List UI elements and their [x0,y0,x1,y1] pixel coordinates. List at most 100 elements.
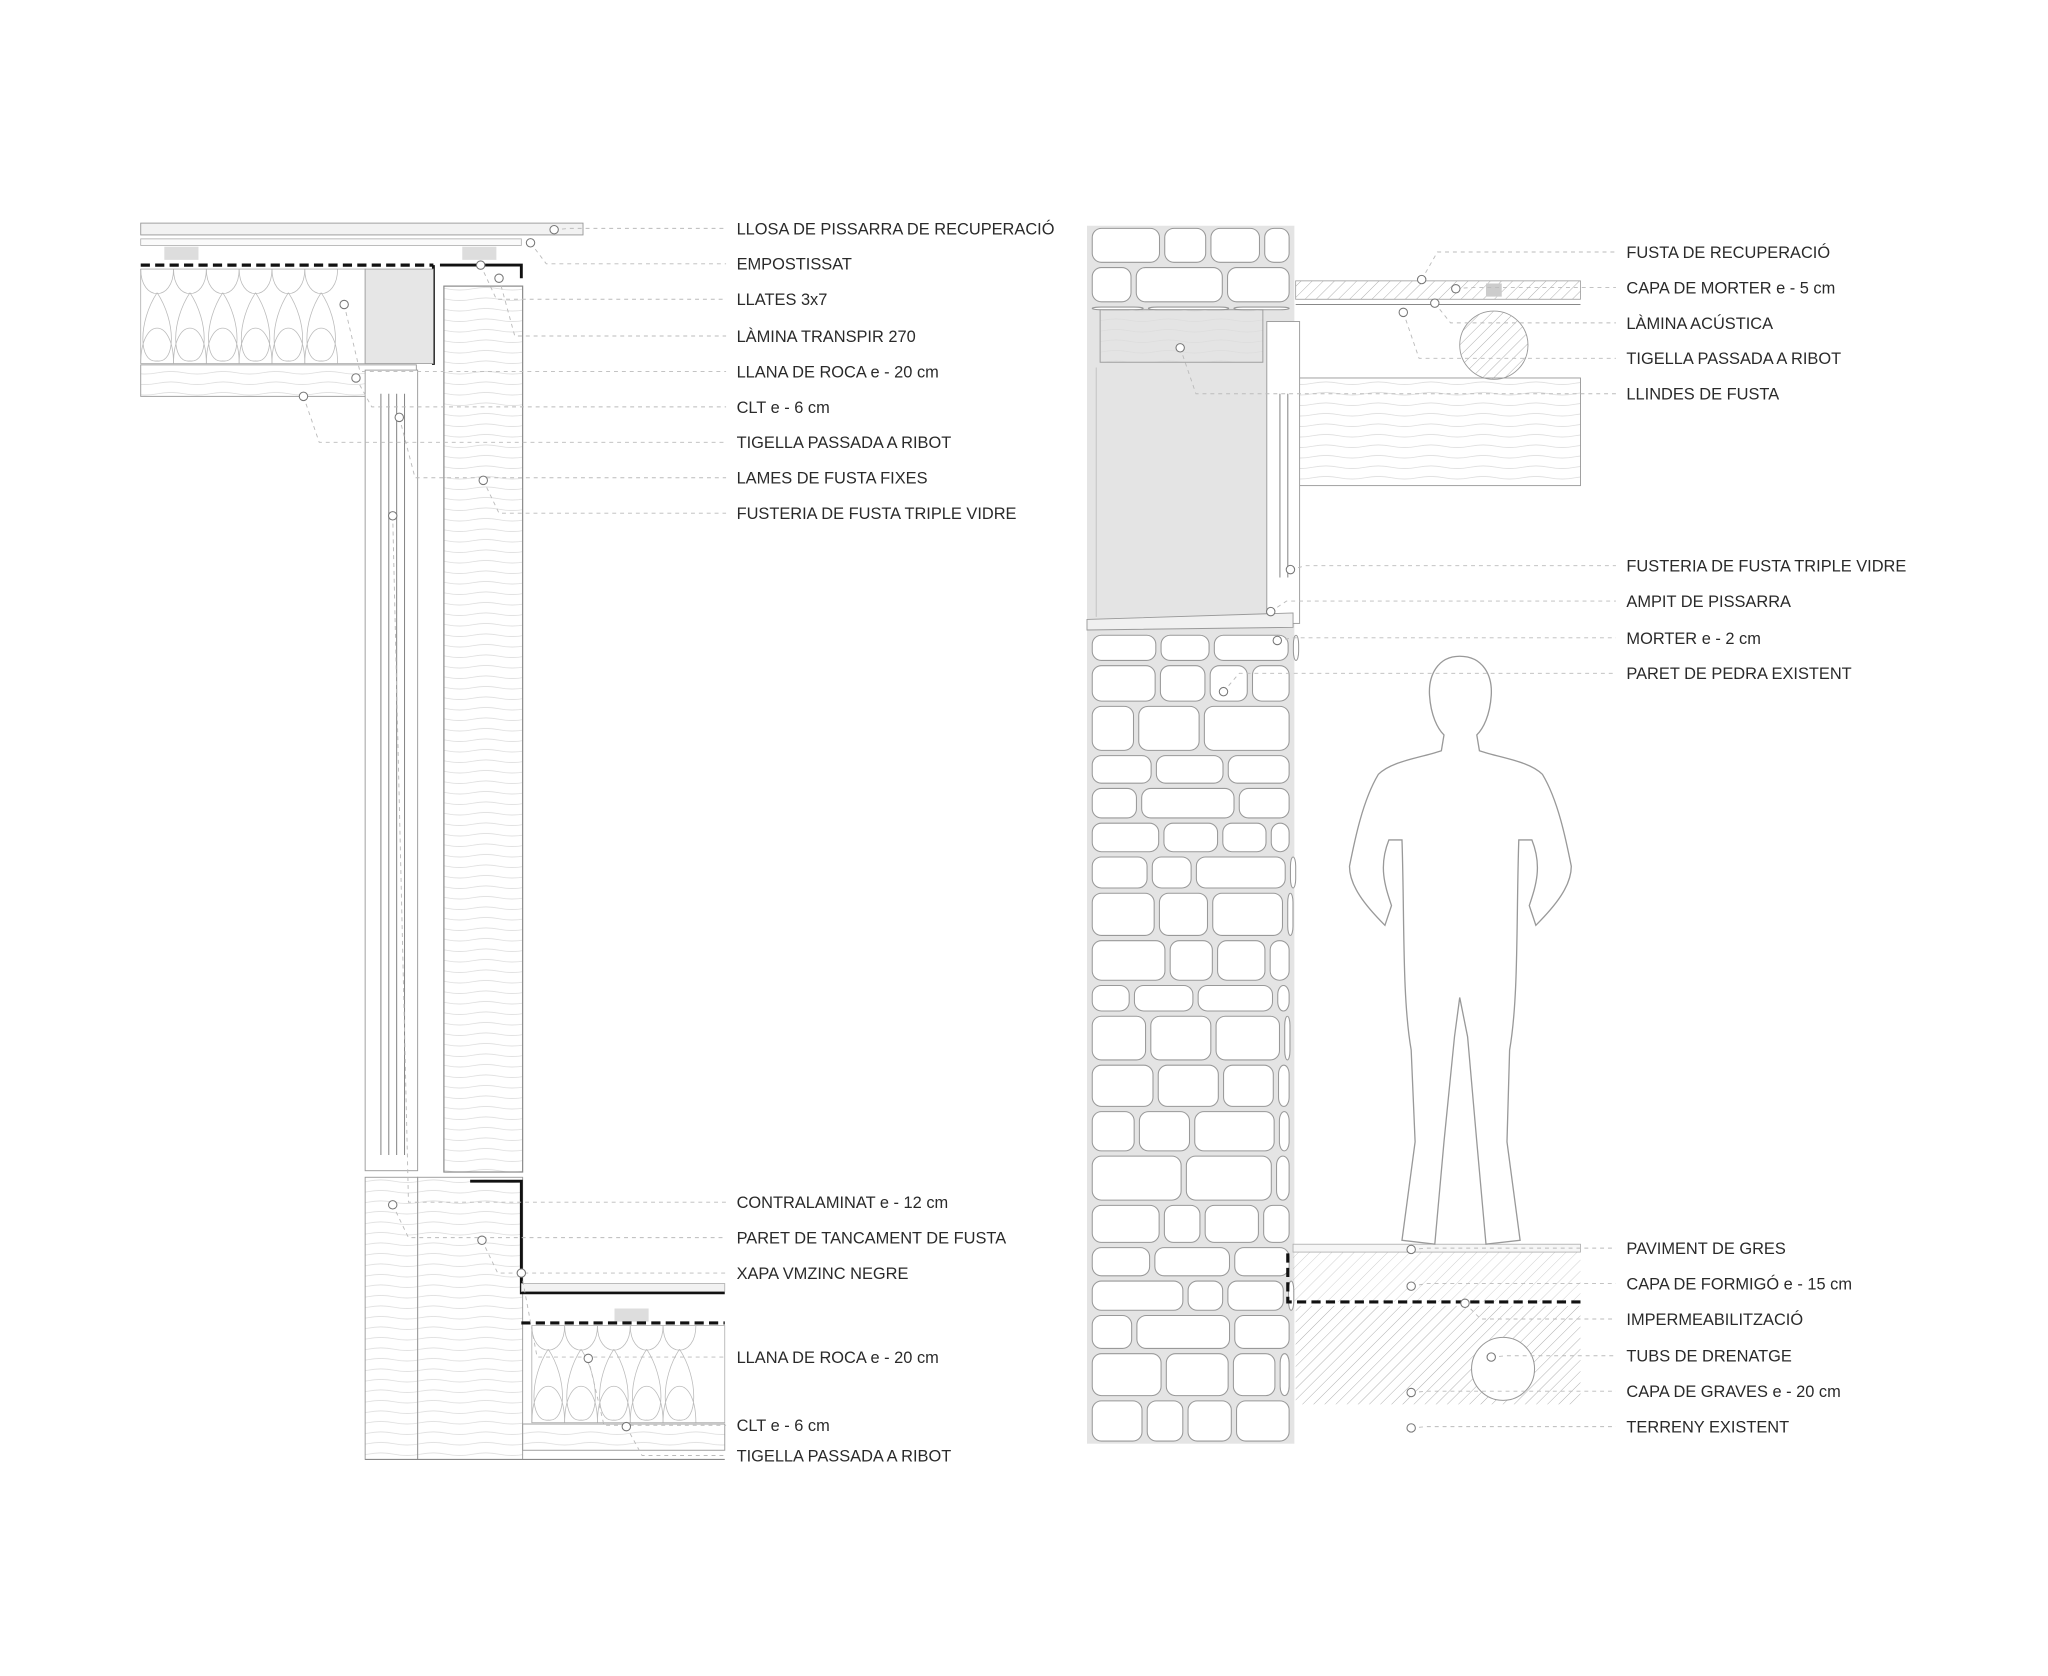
stone [1135,267,1223,303]
insulation-loop [304,269,338,364]
left-label: LÀMINA TRANSPIR 270 [737,327,916,346]
stone [1234,1315,1290,1349]
stone [1163,822,1219,853]
stone [1270,822,1290,853]
left-label: LLANA DE ROCA e - 20 cm [737,1349,939,1367]
stone [1236,1400,1290,1442]
stone [1091,705,1135,751]
leader-line [1421,251,1616,280]
callout-dot [339,299,349,310]
left-label: LAMES DE FUSTA FIXES [737,470,928,488]
insulation-loop [173,269,207,364]
right-label: TERRENY EXISTENT [1626,1419,1789,1437]
left-label: PARET DE TANCAMENT DE FUSTA [737,1230,1007,1248]
stone [1091,1315,1133,1349]
stone [1138,705,1200,751]
rock-wool-top [140,268,366,364]
stone [1165,1353,1229,1397]
leader-line [1464,1302,1616,1320]
stone [1212,892,1283,936]
insulation-loop [629,1325,664,1423]
callout-dot [475,260,486,270]
left-label: XAPA VMZINC NEGRE [737,1265,909,1283]
stone [1287,892,1294,936]
stone [1227,755,1290,784]
right-label: PAVIMENT DE GRES [1626,1240,1785,1258]
stone [1091,755,1152,784]
stone [1091,892,1155,936]
timber-wall [417,1176,524,1460]
callout-dot [298,391,309,402]
left-label: LLOSA DE PISSARRA DE RECUPERACIÓ [737,219,1055,238]
stone [1091,1015,1147,1061]
callout-dot [621,1421,632,1432]
stone [1203,705,1290,751]
insulation-loop [205,269,240,364]
stone [1091,940,1166,981]
drainage-pipe [1471,1336,1536,1401]
left-label: LLATES 3x7 [737,291,828,309]
callout-dot [387,511,398,521]
stone [1251,665,1290,702]
left-label: EMPOSTISSAT [737,256,852,274]
stone [1232,1353,1276,1397]
stone [1279,1353,1290,1397]
right-label: MORTER e - 2 cm [1626,630,1760,648]
stone [1222,822,1267,853]
stone [1187,1400,1232,1442]
stone [1091,822,1160,853]
stone [1210,227,1260,263]
right-detail [1086,225,1581,1444]
insulation-loop [597,1325,631,1423]
callout-dot [1406,1423,1416,1433]
leader-line [1455,286,1616,290]
callout-dot [477,1235,487,1245]
right-label: FUSTERIA DE FUSTA TRIPLE VIDRE [1626,558,1906,576]
callout-dot [525,238,536,248]
batten [462,246,497,260]
wood-slats [443,285,524,1173]
stone [1292,634,1300,661]
callout-dot [1486,1352,1496,1362]
callout-dot [516,1268,527,1278]
slate-sill [1086,612,1294,631]
right-label: TUBS DE DRENATGE [1626,1348,1792,1366]
right-label: IMPERMEABILITZACIÓ [1626,1310,1803,1329]
callout-dot [394,412,404,423]
stone [1204,1204,1259,1243]
leader-line [303,396,727,443]
left-label: LLANA DE ROCA e - 20 cm [737,363,939,381]
leader-line [1290,565,1616,571]
gravel-layer [1295,1305,1581,1405]
stone [1223,1064,1274,1107]
stone [1138,1111,1191,1152]
callout-dot [1406,1244,1416,1255]
stone [1164,227,1207,263]
right-label: LÀMINA ACÚSTICA [1626,314,1773,333]
clt-wall [364,1176,419,1460]
stone [1278,1111,1290,1152]
stone [1157,1064,1219,1107]
stone [1187,1280,1224,1311]
stone [1195,856,1286,889]
stone [1238,787,1290,819]
stone [1091,1064,1154,1107]
leader-line [587,1358,727,1426]
callout-dot [1430,298,1440,308]
left-label: CLT e - 6 cm [737,1417,830,1435]
callout-dot [549,224,559,235]
stone [1091,634,1157,661]
callout-dot [583,1353,593,1364]
insulation-loop [238,269,273,364]
stone [1091,1111,1135,1152]
leader-line [480,264,727,300]
callout-dot [387,1200,398,1210]
stone [1151,856,1192,889]
rock-wool-bottom [531,1325,726,1424]
concrete-layer [1293,1252,1581,1302]
left-label: TIGELLA PASSADA A RIBOT [737,434,952,452]
leader-line [554,227,727,231]
leader-line [1277,637,1616,641]
leader-lines [298,224,1616,1456]
leader-line [1411,1283,1616,1287]
